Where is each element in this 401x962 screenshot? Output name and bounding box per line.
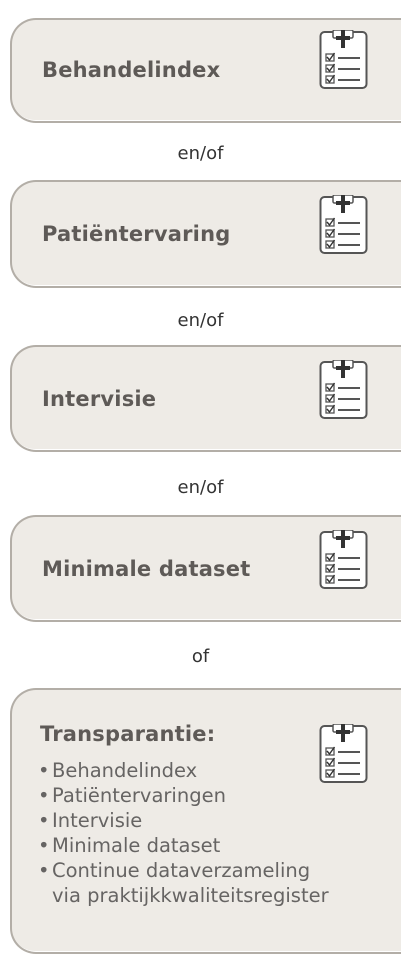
- bullet-icon: •: [38, 759, 50, 782]
- card-intervisie: Intervisie: [10, 345, 401, 452]
- checklist-plus-icon: [319, 195, 368, 254]
- connector-text: en/of: [177, 477, 224, 498]
- card-transparantie: Transparantie: •Behandelindex •Patiënter…: [10, 688, 401, 954]
- list-item-continuation: via praktijkkwaliteitsregister: [52, 884, 329, 907]
- card-title: Intervisie: [42, 387, 157, 411]
- list-item-label: Continue dataverzameling: [52, 859, 311, 882]
- bullet-icon: •: [38, 809, 50, 832]
- bullet-icon: •: [38, 784, 50, 807]
- connector-text: en/of: [177, 310, 224, 331]
- connector-text: of: [191, 646, 210, 667]
- list-item: •Minimale dataset: [38, 833, 329, 858]
- card-patientervaring: Patiëntervaring: [10, 180, 401, 288]
- connector-text: en/of: [177, 143, 224, 164]
- checklist-plus-icon: [319, 30, 368, 89]
- card-behandelindex: Behandelindex: [10, 18, 401, 123]
- card-title: Behandelindex: [42, 58, 221, 82]
- list-item-label: Behandelindex: [52, 759, 198, 782]
- list-item: •Intervisie: [38, 808, 329, 833]
- list-item: •Patiëntervaringen: [38, 783, 329, 808]
- card-title: Minimale dataset: [42, 557, 251, 581]
- card-title: Patiëntervaring: [42, 222, 231, 246]
- list-item-label: Patiëntervaringen: [52, 784, 226, 807]
- transparency-title: Transparantie:: [40, 722, 216, 746]
- bullet-icon: •: [38, 859, 50, 882]
- checklist-plus-icon: [319, 724, 368, 783]
- card-minimale-dataset: Minimale dataset: [10, 515, 401, 622]
- checklist-plus-icon: [319, 360, 368, 419]
- checklist-plus-icon: [319, 530, 368, 589]
- list-item: •Behandelindex: [38, 758, 329, 783]
- transparency-list: •Behandelindex •Patiëntervaringen •Inter…: [38, 758, 329, 908]
- list-item-label: Intervisie: [52, 809, 143, 832]
- bullet-icon: •: [38, 834, 50, 857]
- list-item-label: Minimale dataset: [52, 834, 221, 857]
